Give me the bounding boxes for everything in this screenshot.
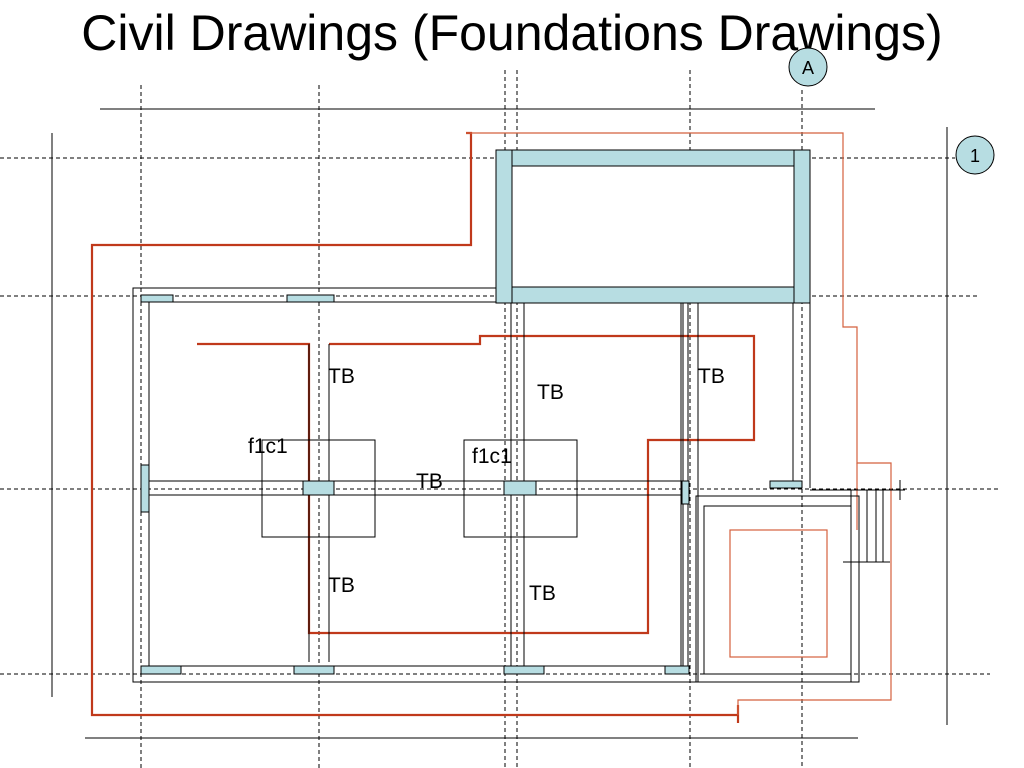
grid-bubble-a: A bbox=[788, 47, 828, 87]
footing-label: f1c1 bbox=[472, 445, 512, 468]
column bbox=[293, 665, 335, 675]
tank-wall-bottom bbox=[495, 286, 811, 304]
column bbox=[503, 480, 537, 496]
dimension-lines bbox=[51, 108, 948, 739]
tank-wall-left bbox=[495, 149, 513, 304]
columns bbox=[140, 294, 803, 675]
excavation-inner bbox=[197, 334, 756, 635]
column bbox=[681, 480, 690, 505]
tie-beam-label: TB bbox=[328, 365, 355, 388]
tie-beam-label: TB bbox=[529, 582, 556, 605]
tie-beam-label: TB bbox=[698, 365, 725, 388]
footings bbox=[261, 439, 578, 538]
footing-labels: f1c1 f1c1 bbox=[248, 435, 512, 468]
column bbox=[140, 294, 174, 303]
grid-bubble-1-label: 1 bbox=[970, 146, 980, 166]
footing-f1c1-left bbox=[261, 439, 376, 538]
grid-bubble-a-label: A bbox=[802, 58, 814, 78]
stair-block-outline bbox=[695, 495, 860, 683]
footing-f1c1-center bbox=[463, 439, 578, 538]
tie-beam-label: TB bbox=[328, 574, 355, 597]
beam-labels: TB TB TB TB TB TB bbox=[328, 365, 725, 605]
tank-walls bbox=[495, 149, 811, 304]
column bbox=[503, 665, 545, 675]
footing-label: f1c1 bbox=[248, 435, 288, 458]
tie-beam-label: TB bbox=[416, 470, 443, 493]
tank-wall-top bbox=[495, 149, 811, 167]
column bbox=[769, 480, 803, 489]
grid-bubble-1: 1 bbox=[955, 135, 995, 175]
column bbox=[302, 480, 335, 496]
column bbox=[140, 464, 150, 513]
column bbox=[664, 665, 690, 675]
column bbox=[286, 294, 335, 303]
foundation-outer-outline bbox=[132, 287, 699, 683]
stair-excavation bbox=[729, 529, 828, 658]
tie-beam-label: TB bbox=[537, 381, 564, 404]
tank-wall-right bbox=[793, 149, 811, 304]
column bbox=[140, 665, 182, 675]
